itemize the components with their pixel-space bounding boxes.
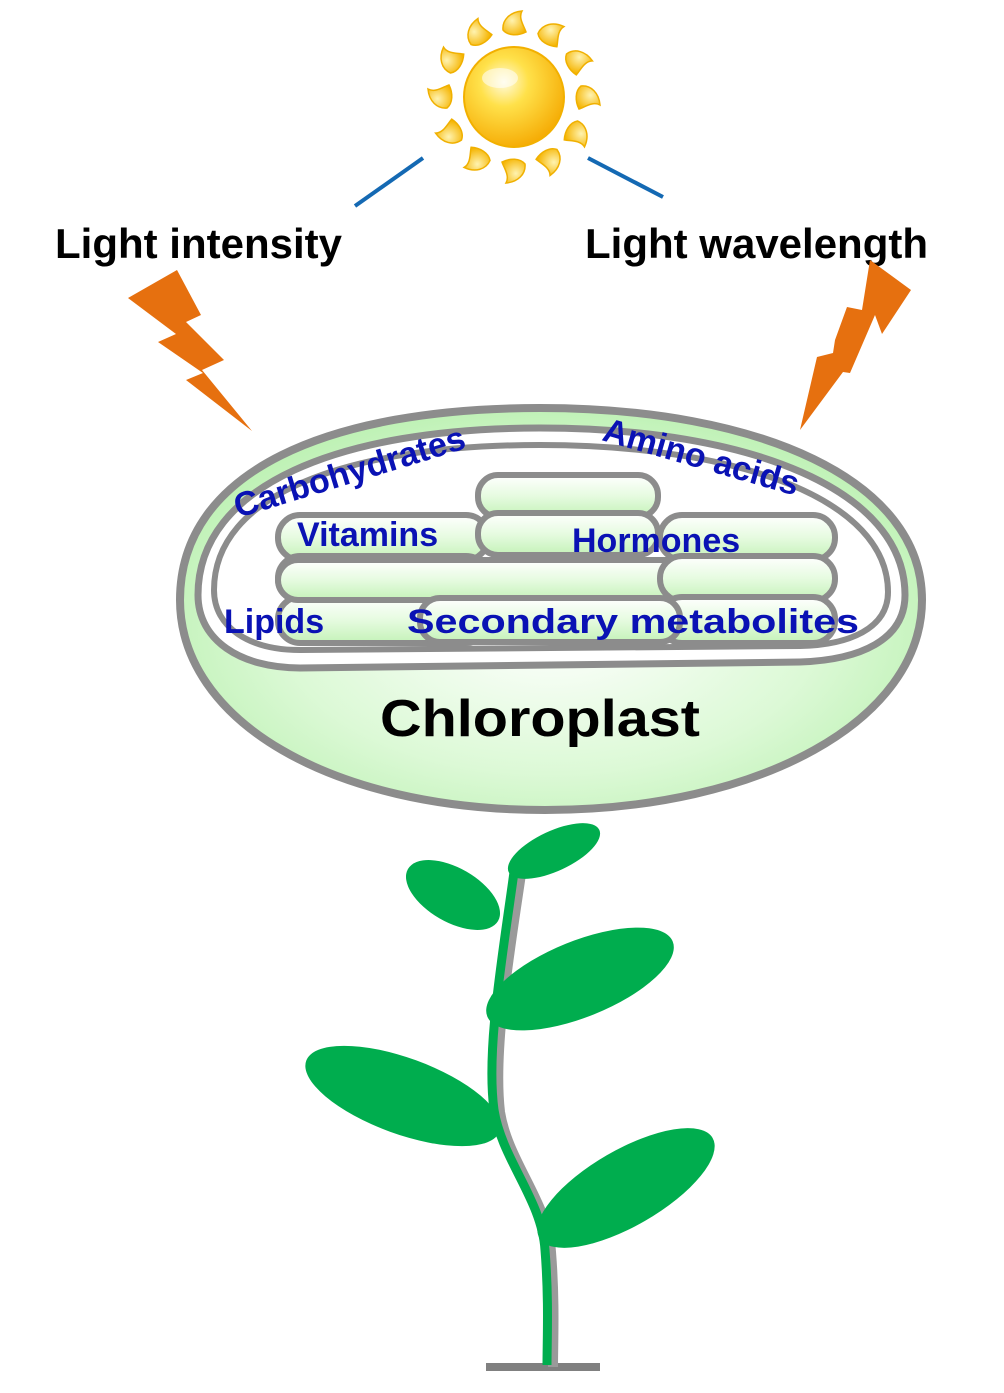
- leaf: [405, 860, 501, 930]
- sun-icon: [427, 10, 601, 184]
- leaf: [537, 1128, 715, 1248]
- sun-ray: [467, 17, 493, 46]
- ground-line: [486, 1363, 600, 1371]
- sun-ray: [501, 158, 526, 184]
- plant-icon: [305, 823, 715, 1371]
- leaf: [486, 927, 674, 1031]
- metabolite-label-hormones: Hormones: [572, 522, 740, 560]
- sun-ray: [535, 148, 561, 177]
- connector-line-left: [353, 156, 425, 208]
- metabolite-label-vitamins: Vitamins: [297, 516, 438, 554]
- sun-ray: [427, 84, 453, 109]
- sun-ray: [440, 45, 465, 74]
- factor-label-light-wavelength: Light wavelength: [585, 220, 928, 267]
- sun-ray: [563, 120, 588, 149]
- connector-line-right: [587, 156, 664, 199]
- sun-ray: [565, 50, 594, 76]
- organelle-label-chloroplast: Chloroplast: [380, 690, 700, 748]
- sun-ray: [462, 146, 491, 171]
- leaf: [507, 823, 601, 879]
- lightning-bolt-icon: [128, 270, 252, 431]
- sun-ray: [537, 23, 566, 48]
- sun-ray: [502, 10, 527, 36]
- metabolite-label-secondary-metabolites: Secondary metabolites: [407, 603, 859, 641]
- factor-label-light-intensity: Light intensity: [55, 220, 343, 267]
- metabolite-label-lipids: Lipids: [224, 603, 324, 641]
- leaf: [305, 1045, 501, 1147]
- sun-ray: [434, 118, 463, 144]
- lightning-bolt-icon: [800, 260, 911, 430]
- chloroplast: Carbohydrates Amino acids Vitamins Hormo…: [175, 403, 927, 815]
- sun-ray: [575, 85, 601, 110]
